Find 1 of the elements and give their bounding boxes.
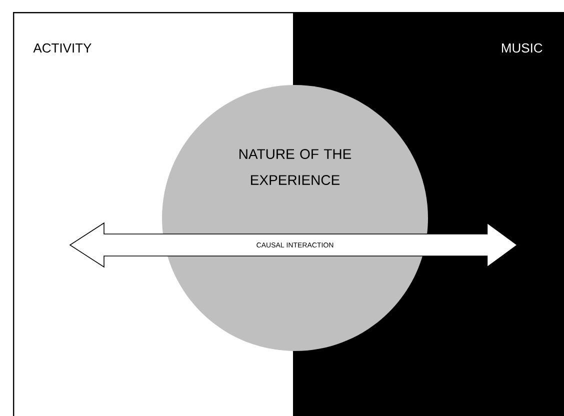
double-arrow	[69, 222, 518, 268]
